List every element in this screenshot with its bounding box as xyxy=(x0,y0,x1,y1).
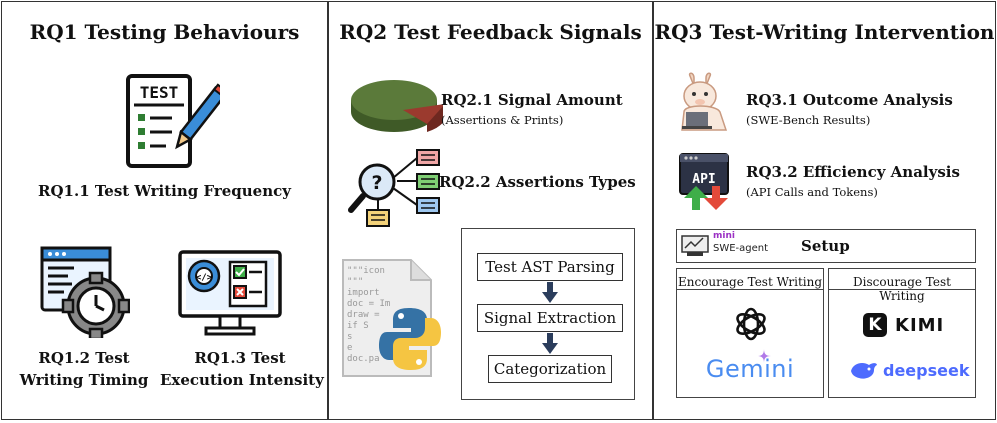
test-clipboard-icon: TEST xyxy=(126,74,220,168)
svg-text:API: API xyxy=(692,172,715,187)
encourage-box: Encourage Test Writing Gemini xyxy=(676,268,824,398)
discourage-divider xyxy=(829,289,975,290)
step-test-ast-parsing: Test AST Parsing xyxy=(477,253,623,281)
gemini-logo: Gemini xyxy=(705,355,795,383)
setup-label: Setup xyxy=(801,237,850,255)
timing-gear-clock-icon xyxy=(40,246,130,338)
arrow-down-icon xyxy=(542,282,558,303)
rq3-1-label: RQ3.1 Outcome Analysis xyxy=(746,91,953,109)
rq3-title: RQ3 Test-Writing Intervention xyxy=(654,20,995,44)
rq1-2-label-line1: RQ1.2 Test xyxy=(38,349,130,367)
pipeline-box: Test AST Parsing Signal Extraction Categ… xyxy=(461,228,635,400)
swe-agent-name: SWE-agent xyxy=(713,243,769,254)
encourage-divider xyxy=(677,289,823,290)
rq2-1-label: RQ2.1 Signal Amount xyxy=(441,91,623,109)
encourage-label: Encourage Test Writing xyxy=(677,275,823,289)
rq1-panel: RQ1 Testing Behaviours TEST RQ1.1 Test W… xyxy=(1,1,328,420)
swe-agent-logo-icon xyxy=(681,235,709,256)
code-line: """icon xyxy=(347,266,385,276)
arrow-down-icon xyxy=(542,333,558,354)
rq3-2-sub: (API Calls and Tokens) xyxy=(746,185,878,199)
svg-text:</>: </> xyxy=(196,273,213,283)
discourage-label: Discourage Test Writing xyxy=(853,275,951,303)
assertion-search-icon: ? xyxy=(348,149,440,227)
deepseek-logo-text: deepseek xyxy=(883,361,970,380)
step-signal-extraction: Signal Extraction xyxy=(477,304,623,332)
openai-logo-icon xyxy=(736,307,766,341)
rq1-3-label-line1: RQ1.3 Test xyxy=(194,349,286,367)
code-line: s xyxy=(347,332,353,342)
code-line: doc.pa xyxy=(347,354,380,364)
step-categorization: Categorization xyxy=(488,355,612,383)
api-window-icon: API xyxy=(679,153,729,210)
code-line: """ xyxy=(347,277,364,287)
setup-box: mini SWE-agent Setup xyxy=(676,229,976,263)
rq2-panel: RQ2 Test Feedback Signals RQ2.1 Signal A… xyxy=(328,1,653,420)
rq1-3-label-line2: Execution Intensity xyxy=(160,371,324,389)
code-line: if S xyxy=(347,321,369,331)
rq2-1-sub: (Assertions & Prints) xyxy=(441,113,564,127)
kimi-logo-icon: K xyxy=(863,313,887,337)
gemini-sparkle-icon xyxy=(757,349,771,363)
python-logo-icon xyxy=(379,308,441,370)
rq1-2-label-line2: Writing Timing xyxy=(19,371,149,389)
svg-text:?: ? xyxy=(371,172,382,194)
rq1-1-label: RQ1.1 Test Writing Frequency xyxy=(38,182,291,200)
rq3-1-sub: (SWE-Bench Results) xyxy=(746,113,871,127)
llama-laptop-icon xyxy=(681,72,728,131)
svg-text:TEST: TEST xyxy=(140,83,179,102)
rq2-2-label: RQ2.2 Assertions Types xyxy=(439,173,636,191)
rq3-panel: RQ3 Test-Writing Intervention RQ3.1 Outc… xyxy=(653,1,996,420)
code-line: doc = Im xyxy=(347,299,391,309)
execution-monitor-icon: </> xyxy=(178,250,282,336)
rq3-2-label: RQ3.2 Efficiency Analysis xyxy=(746,163,960,181)
code-line: draw = xyxy=(347,310,380,320)
deepseek-whale-icon xyxy=(851,363,877,379)
rq2-title: RQ2 Test Feedback Signals xyxy=(339,20,642,44)
rq1-title: RQ1 Testing Behaviours xyxy=(29,20,300,44)
swe-agent-mini-text: mini xyxy=(713,231,735,241)
kimi-logo-text: KIMI xyxy=(895,315,945,336)
discourage-box: Discourage Test Writing K KIMI deepseek xyxy=(828,268,976,398)
code-line: import xyxy=(347,288,380,298)
code-line: e xyxy=(347,343,353,353)
pie-chart-icon xyxy=(351,80,443,132)
